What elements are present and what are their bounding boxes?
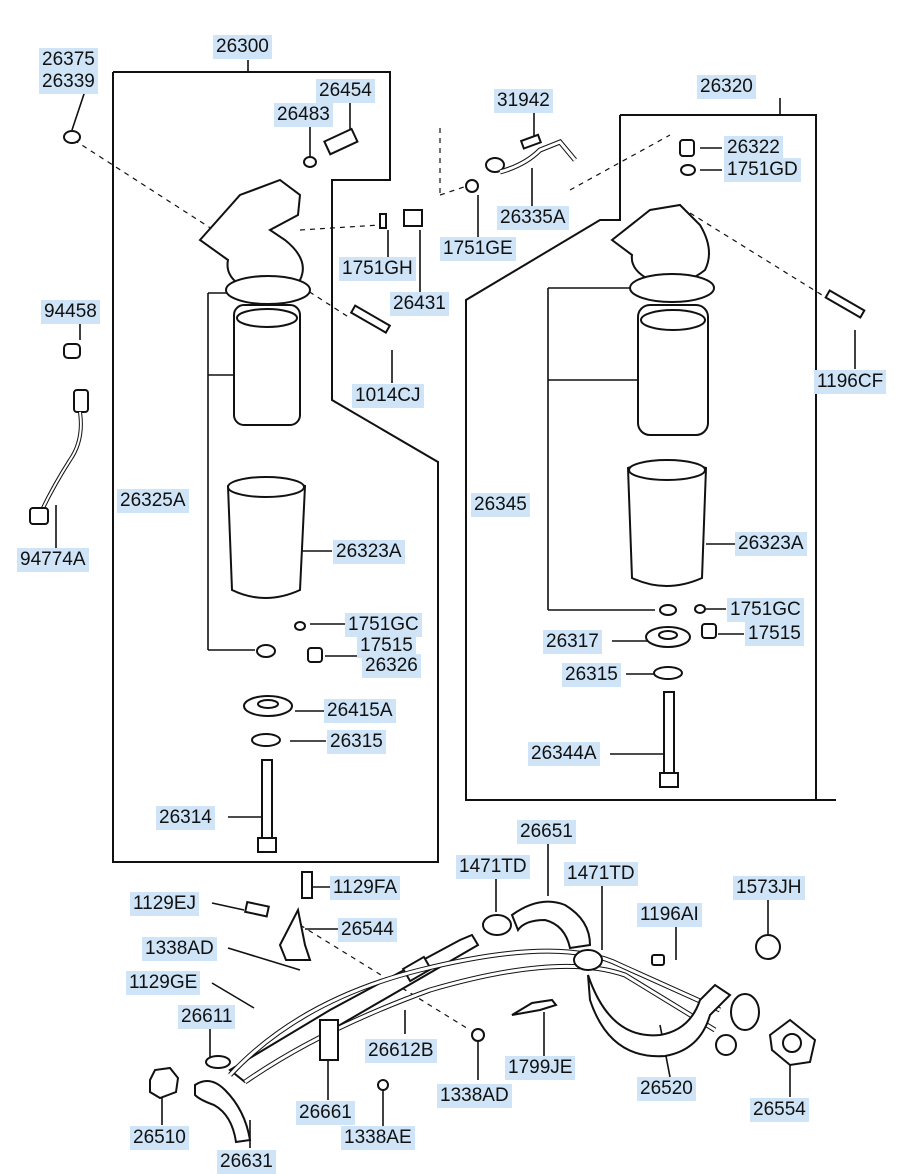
label-26339: 26339 [39,70,98,94]
hose-and-bracket-parts [149,871,817,1144]
label-1338AD-top: 1338AD [142,937,217,961]
hose-26631 [194,1080,252,1144]
label-26454: 26454 [316,79,375,103]
label-26344A: 26344A [528,742,600,766]
filter-o-ring-left [225,275,311,305]
filter-element-right [637,304,709,436]
label-94774A: 94774A [17,548,89,572]
filter-head-right [610,203,710,285]
label-1196AI: 1196AI [637,903,702,927]
label-1471TD-left: 1471TD [456,855,530,879]
label-17515-right: 17515 [745,622,804,646]
label-26320: 26320 [697,75,756,99]
label-26510: 26510 [130,1126,189,1150]
label-26375: 26375 [39,48,98,72]
washer-26315-left [251,733,281,747]
label-26314: 26314 [156,806,215,830]
fuel-tube-26612B [228,933,480,1084]
bracket-26544 [278,906,312,961]
label-26631: 26631 [217,1150,276,1174]
label-26322: 26322 [724,136,783,160]
clip-1799JE [511,998,558,1016]
label-1573JH: 1573JH [733,876,805,900]
label-26317: 26317 [543,630,602,654]
bolt-26314 [261,759,273,841]
label-1751GD: 1751GD [724,158,801,182]
o-ring-26375 [63,130,81,144]
water-sensor-wire [29,343,89,525]
label-1799JE: 1799JE [505,1056,576,1080]
label-94458: 94458 [41,300,100,324]
hose-26520 [587,974,732,1058]
right-filter-parts [610,139,866,788]
hose-26651 [510,900,592,950]
label-26544: 26544 [338,918,397,942]
label-31942: 31942 [494,89,553,113]
left-filter-parts [63,127,479,853]
label-1338AE: 1338AE [341,1126,415,1150]
label-26661: 26661 [296,1101,355,1125]
label-26554: 26554 [750,1098,809,1122]
label-1196CF: 1196CF [814,370,887,394]
label-1751GC-right: 1751GC [727,598,804,622]
label-26315-right: 26315 [562,663,621,687]
label-1014CJ: 1014CJ [352,384,424,408]
label-26520: 26520 [637,1077,696,1101]
label-26415A: 26415A [324,699,396,723]
left-assembly-frame [112,71,439,863]
label-1129GE: 1129GE [126,971,201,995]
grommet-1573JH [755,934,781,960]
label-26345: 26345 [471,493,530,517]
label-1751GC-left: 1751GC [345,613,422,637]
bolt-26344A [663,691,675,775]
label-26651: 26651 [517,820,576,844]
clamp-26611 [205,1055,231,1069]
label-26612B: 26612B [365,1039,437,1063]
filter-element-left [233,304,301,426]
label-26323A-right: 26323A [735,532,807,556]
label-1338AD-bottom: 1338AD [437,1084,512,1108]
label-1129FA: 1129FA [330,876,401,900]
label-26431: 26431 [390,292,449,316]
washer-26315-right [653,666,683,680]
label-26325A: 26325A [117,489,189,513]
label-26611: 26611 [178,1005,236,1029]
filter-head-left [198,178,304,293]
label-26300: 26300 [213,35,272,59]
label-26315-left: 26315 [327,730,386,754]
fuel-cap-26510 [149,1066,180,1100]
right-assembly-frame [465,114,817,801]
label-26326: 26326 [362,654,421,678]
fuel-line-26335A [485,133,577,175]
label-26323A-left: 26323A [333,540,405,564]
label-1471TD-right: 1471TD [564,862,638,886]
label-26335A: 26335A [497,206,569,230]
label-1129EJ: 1129EJ [130,892,200,916]
label-26483: 26483 [274,103,333,127]
label-1751GH: 1751GH [339,257,416,281]
label-1751GE: 1751GE [440,237,516,261]
